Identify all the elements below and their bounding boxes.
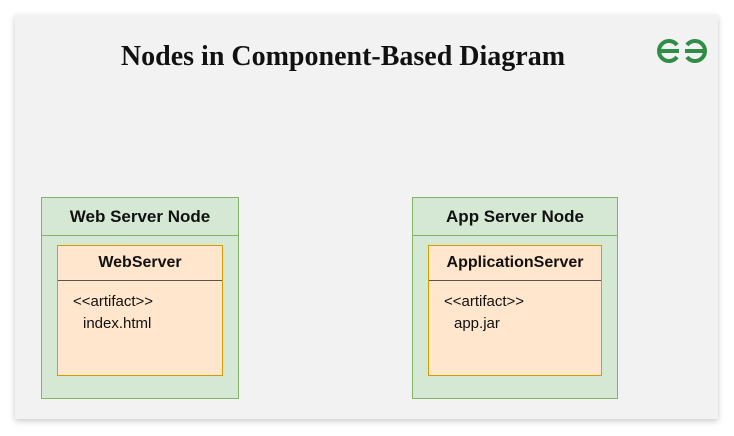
applicationserver-component: ApplicationServer <<artifact>> app.jar bbox=[428, 245, 602, 376]
geeksforgeeks-logo-icon bbox=[657, 39, 707, 63]
node-label: App Server Node bbox=[413, 198, 617, 236]
component-body: <<artifact>> app.jar bbox=[429, 281, 601, 335]
artifact-name: index.html bbox=[83, 315, 152, 332]
component-name: WebServer bbox=[58, 246, 222, 281]
artifact-stereotype: <<artifact>> bbox=[444, 293, 525, 310]
component-name: ApplicationServer bbox=[429, 246, 601, 281]
artifact-stereotype: <<artifact>> bbox=[73, 293, 154, 310]
artifact-name: app.jar bbox=[454, 315, 500, 332]
web-server-node: Web Server Node WebServer <<artifact>> i… bbox=[41, 197, 239, 399]
node-label: Web Server Node bbox=[42, 198, 238, 236]
component-body: <<artifact>> index.html bbox=[58, 281, 222, 335]
diagram-title: Nodes in Component-Based Diagram bbox=[120, 41, 566, 72]
app-server-node: App Server Node ApplicationServer <<arti… bbox=[412, 197, 618, 399]
diagram-canvas: Nodes in Component-Based Diagram Web Ser… bbox=[15, 15, 718, 419]
webserver-component: WebServer <<artifact>> index.html bbox=[57, 245, 223, 376]
